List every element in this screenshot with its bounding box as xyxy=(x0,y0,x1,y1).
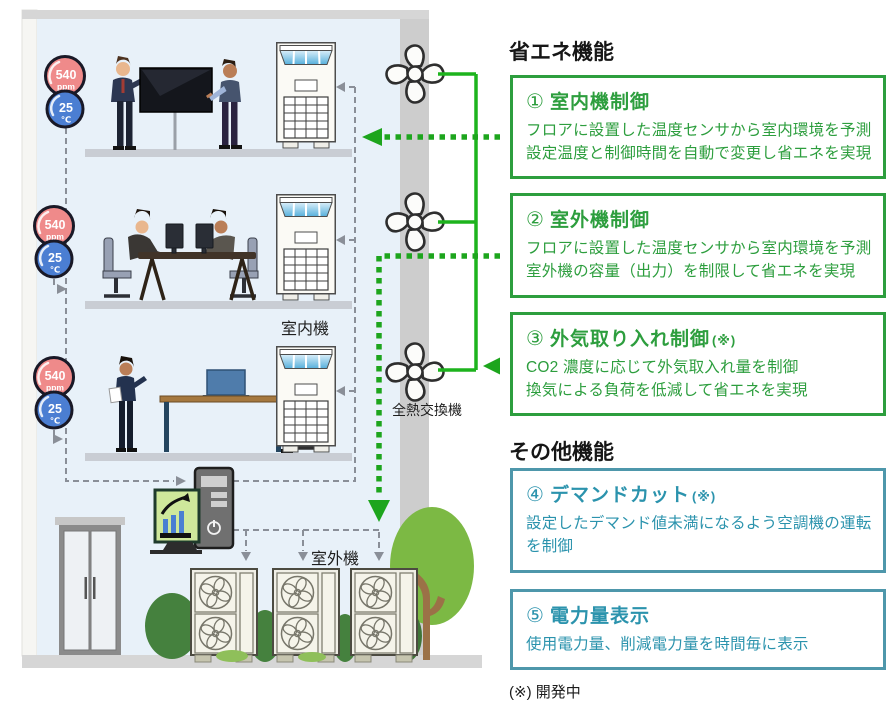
control-pc xyxy=(150,466,235,554)
feature-number: ④ xyxy=(526,484,545,506)
floor2-slab xyxy=(85,301,352,309)
outdoor-control-arrow-line xyxy=(376,253,500,498)
outside-air-control-arrowhead xyxy=(483,357,500,375)
bush xyxy=(298,652,326,662)
floor2-co2-temp-sensor xyxy=(33,205,75,279)
tree-trunk xyxy=(413,573,430,660)
floor2-meeting-scene xyxy=(102,209,259,301)
outdoor-unit-3 xyxy=(351,569,417,662)
desktop-monitors xyxy=(165,223,214,254)
energy-saving-heading: 省エネ機能 xyxy=(509,41,614,64)
sensor-line-arrows xyxy=(53,284,186,486)
entrance-door xyxy=(55,517,125,655)
roof-bar xyxy=(22,10,429,19)
door-handle-right xyxy=(93,577,96,599)
outdoor-unit-2 xyxy=(273,569,339,662)
building-illustration: 540 ppm 25 ℃ xyxy=(21,9,500,668)
feature-number: ① xyxy=(526,91,545,113)
meeting-table xyxy=(138,252,256,259)
indoor-control-arrowhead xyxy=(362,128,382,146)
feature-note: (※) xyxy=(711,333,737,348)
feature-line: フロアに設置した温度センサから室内環境を予測 xyxy=(526,122,872,139)
feature-line: 換気による負荷を低減して省エネを実現 xyxy=(526,382,808,399)
feature-note: (※) xyxy=(691,489,717,504)
laptop xyxy=(206,369,246,396)
feature-line: 設定温度と制御時間を自動で変更し省エネを実現 xyxy=(526,145,872,162)
floor2-indoor-unit xyxy=(275,193,337,301)
floor3-indoor-unit xyxy=(275,345,337,453)
other-functions-heading: その他機能 xyxy=(509,441,614,464)
outdoor-unit-label: 室外機 xyxy=(311,551,360,568)
bush xyxy=(216,650,248,662)
tv-stand xyxy=(173,110,177,150)
left-wall xyxy=(21,9,38,657)
feature-number: ⑤ xyxy=(526,605,545,627)
development-footnote: (※) 開発中 xyxy=(509,684,581,701)
heat-exchanger-link-line xyxy=(438,72,478,372)
feature-line: 設定したデマンド値未満になるよう空調機の運転 xyxy=(526,515,872,532)
outdoor-unit-1 xyxy=(191,569,257,662)
floor3-slab xyxy=(85,453,352,461)
heat-exchanger-label: 全熱交換機 xyxy=(392,402,462,418)
sensor-data-lines xyxy=(53,128,174,482)
feature-line: フロアに設置した温度センサから室内環境を予測 xyxy=(526,240,872,257)
floor1-presentation-scene xyxy=(111,56,242,150)
feature-line: を制御 xyxy=(526,538,574,555)
energy-monitor-screen xyxy=(153,488,201,544)
unit-data-lines xyxy=(233,86,380,551)
feature-line: CO2 濃度に応じて外気取入れ量を制御 xyxy=(526,359,799,376)
feature-line: 使用電力量、削減電力量を時間毎に表示 xyxy=(526,636,809,653)
indoor-unit-label: 室内機 xyxy=(281,321,330,338)
feature-number: ③ xyxy=(526,328,545,350)
feature-line: 室外機の容量（出力）を制限して省エネを実現 xyxy=(526,263,856,280)
floor1-slab xyxy=(85,149,352,157)
door-handle-left xyxy=(84,577,87,599)
desk xyxy=(159,395,286,403)
floor1-co2-temp-sensor xyxy=(44,55,86,129)
floor1-indoor-unit xyxy=(275,41,337,149)
floor3-co2-temp-sensor xyxy=(33,356,75,430)
control-arrows-dotted xyxy=(376,134,500,498)
outdoor-control-arrowhead xyxy=(368,500,390,522)
feature-number: ② xyxy=(526,209,545,231)
control-arrowheads xyxy=(362,128,500,522)
unit-line-arrows xyxy=(241,82,384,561)
